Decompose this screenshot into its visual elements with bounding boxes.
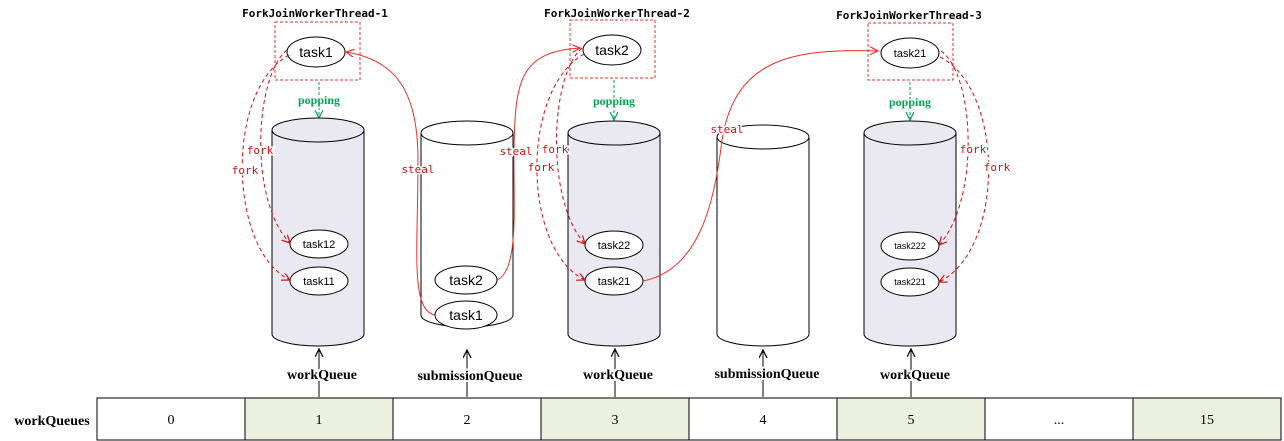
steal-label-3: steal: [710, 123, 743, 136]
submission-queue-1-cylinder: [420, 132, 514, 328]
steal-label-1: steal: [401, 163, 434, 176]
thread-1-fork-arrow-1: [260, 49, 290, 243]
steal-arrow-3: [642, 51, 878, 282]
workqueues-cell-0: [96, 397, 246, 441]
workqueues-cell-7: [1132, 397, 1282, 441]
workqueue-label-1: workQueue: [287, 368, 357, 383]
thread-2-fork-label-1: fork: [542, 143, 569, 156]
thread-3-box: [867, 22, 954, 81]
thread-1-fork-arrow-2: [241, 54, 290, 280]
thread-3-current-task: [880, 37, 940, 69]
workqueues-cell-label-0: 0: [168, 413, 175, 428]
thread-2-current-task: [582, 34, 642, 66]
thread-1-queue-task-1: [289, 229, 349, 259]
thread-1-group: ForkJoinWorkerThread-1 task1 popping tas…: [230, 7, 388, 347]
thread-3-title: ForkJoinWorkerThread-3: [836, 9, 982, 22]
submission-queue-1-task-1-label: task2: [449, 272, 483, 288]
workqueue-label-2: workQueue: [583, 368, 653, 383]
thread-1-popping-label: popping: [298, 93, 340, 107]
thread-2-fork-arrow-1: [556, 47, 585, 244]
thread-1-queue-task-1-label: task12: [303, 239, 335, 251]
steal-arrow-1: [346, 52, 436, 316]
thread-2-group: ForkJoinWorkerThread-2 task2 popping tas…: [526, 7, 690, 347]
submission-queue-1-task-2-label: task1: [449, 307, 483, 323]
thread-3-fork-arrow-2: [939, 56, 990, 282]
workqueues-cell-5: [836, 397, 986, 441]
submission-queue-2-group: [716, 124, 810, 347]
thread-1-fork-label-1: fork: [247, 144, 274, 157]
thread-2-title: ForkJoinWorkerThread-2: [544, 7, 690, 20]
workqueues-cell-label-6: ...: [1054, 413, 1065, 428]
thread-1-box: [274, 21, 361, 81]
thread-2-queue-task-2-label: task21: [598, 276, 630, 288]
thread-1-fork-label-2: fork: [232, 164, 259, 177]
workqueues-cell-6: [984, 397, 1134, 441]
workqueues-cell-label-3: 3: [612, 413, 619, 428]
thread-2-queue-task-1: [584, 230, 644, 260]
thread-3-queue-task-1-label: task222: [894, 241, 926, 251]
workqueues-array-label: workQueues: [14, 414, 90, 429]
thread-2-queue-task-1-label: task22: [598, 240, 630, 252]
workqueues-array: 0 1 2 3 4 5... 15: [96, 397, 1282, 441]
thread-1-title: ForkJoinWorkerThread-1: [242, 7, 388, 20]
thread-3-fork-label-1: fork: [960, 143, 987, 156]
workqueues-cell-label-1: 1: [316, 413, 323, 428]
thread-1-queue-task-2: [289, 266, 349, 296]
steal-arrow-2: [496, 48, 580, 281]
workqueue-label-3: workQueue: [880, 368, 950, 383]
thread-3-current-task-label: task21: [894, 48, 926, 60]
thread-3-popping-label: popping: [889, 95, 931, 109]
thread-3-fork-label-2: fork: [984, 161, 1011, 174]
submissionqueue-label-2: submissionQueue: [714, 367, 819, 382]
thread-2-popping-label: popping: [593, 94, 635, 108]
workqueues-cell-label-2: 2: [464, 413, 471, 428]
thread-1-current-task-label: task1: [299, 44, 333, 60]
thread-3-queue-task-1: [880, 231, 940, 261]
submission-queue-2-cylinder: [716, 136, 810, 347]
workqueues-cell-4: [688, 397, 838, 441]
thread-3-group: ForkJoinWorkerThread-3 task21 popping ta…: [836, 9, 1012, 347]
workqueues-cell-3: [540, 397, 690, 441]
thread-3-queue-task-2-label: task221: [894, 277, 926, 287]
workqueues-cell-label-7: 15: [1200, 413, 1214, 428]
workqueues-cell-label-4: 4: [760, 413, 767, 428]
thread-1-queue-task-2-label: task11: [303, 276, 335, 288]
workqueues-cell-2: [392, 397, 542, 441]
thread-2-fork-label-2: fork: [528, 161, 555, 174]
steal-label-2: steal: [499, 145, 532, 158]
thread-2-current-task-label: task2: [595, 42, 629, 58]
thread-2-fork-arrow-2: [536, 53, 585, 280]
submissionqueue-label-1: submissionQueue: [417, 369, 522, 384]
workqueues-cell-1: [244, 397, 394, 441]
workqueues-cell-label-5: 5: [908, 413, 915, 428]
thread-3-fork-arrow-1: [939, 50, 969, 245]
